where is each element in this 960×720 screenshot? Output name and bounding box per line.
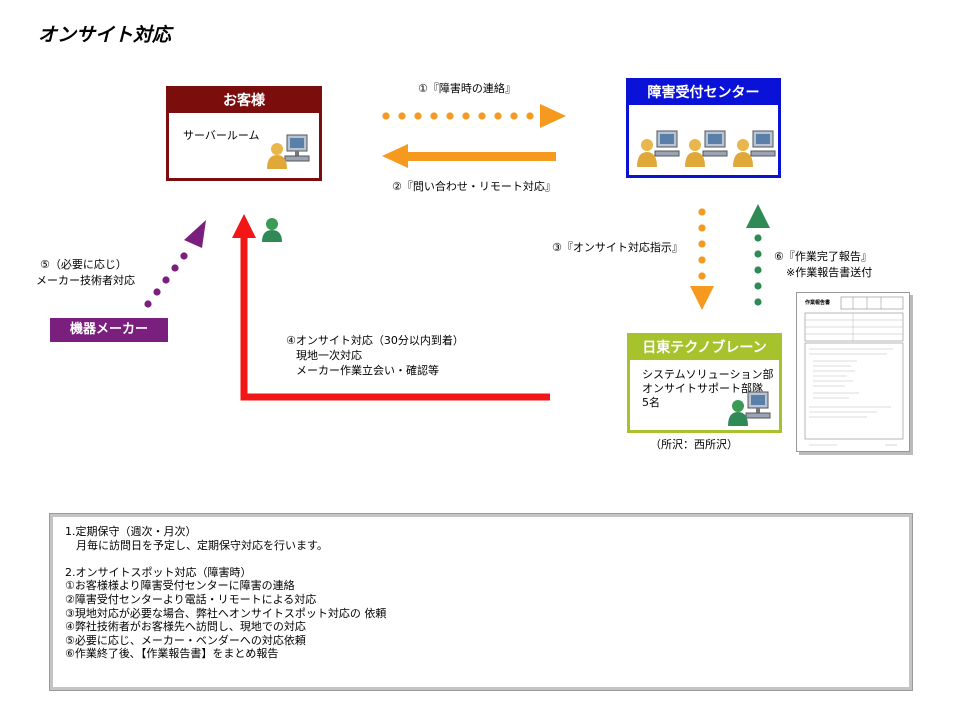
user-computer-icon [267, 134, 310, 169]
server-room-label: サーバールーム [183, 129, 260, 142]
step6-label-1: ⑥『作業完了報告』 [774, 250, 872, 263]
notes-panel: 1.定期保守（週次・月次） 月毎に訪問日を予定し、定期保守対応を行います。 2.… [49, 513, 913, 691]
notes-line: ④弊社技術者がお客様先へ訪問し、現地での対応 [65, 620, 306, 634]
report-content-lines [804, 296, 904, 446]
notes-line: 月毎に訪問日を予定し、定期保守対応を行います。 [65, 538, 328, 552]
notes-line: ⑥作業終了後､【作業報告書】をまとめ報告 [65, 647, 279, 661]
nitto-box: 日東テクノブレーン システムソリューション部 オンサイトサポート部隊 5名 [627, 333, 782, 433]
notes-line: ②障害受付センターより電話・リモートによる対応 [65, 592, 317, 606]
step2-label: ②『問い合わせ・リモート対応』 [392, 180, 556, 193]
staff-computer-icon [728, 391, 771, 426]
arrow-step3 [690, 208, 714, 310]
page-title: オンサイト対応 [38, 24, 172, 46]
arrow-step6 [746, 204, 770, 306]
support-center-heading: 障害受付センター [629, 81, 778, 105]
location-label: （所沢：西所沢） [650, 438, 738, 451]
step3-label: ③『オンサイト対応指示』 [552, 241, 683, 254]
customer-heading: お客様 [169, 89, 319, 113]
operators-icon [637, 130, 776, 167]
notes-line [65, 552, 897, 566]
work-report-title: 作業報告書 [805, 300, 831, 306]
nitto-heading: 日東テクノブレーン [630, 336, 779, 360]
step1-label: ①『障害時の連絡』 [418, 82, 516, 95]
support-center-box: 障害受付センター [626, 78, 781, 178]
notes-line: ①お客様様より障害受付センターに障害の連絡 [65, 579, 295, 593]
nitto-count-line: 5名 [642, 396, 660, 409]
step6-label-2: ※作業報告書送付 [786, 266, 873, 279]
notes-line: 1.定期保守（週次・月次） [65, 525, 197, 538]
nitto-dept-line: システムソリューション部 [642, 368, 774, 381]
equipment-maker-box: 機器メーカー [50, 318, 168, 342]
arrow-step1 [382, 104, 566, 128]
technician-person-icon [262, 218, 282, 242]
notes-line: ⑤必要に応じ、メーカー・ベンダーへの対応依頼 [65, 633, 306, 647]
work-report-document: 作業報告書 [796, 292, 910, 452]
nitto-team-line: オンサイトサポート部隊 [642, 382, 763, 395]
notes-line: ③現地対応が必要な場合、弊社へオンサイトスポット対応の 依頼 [65, 606, 387, 620]
step5-label-1: ⑤（必要に応じ） [40, 258, 127, 271]
step5-label-2: メーカー技術者対応 [36, 274, 135, 287]
notes-line: 2.オンサイトスポット対応（障害時） [65, 565, 252, 579]
step4-label-2: 現地一次対応 [296, 349, 362, 362]
step4-label-1: ④オンサイト対応（30分以内到着） [286, 334, 464, 347]
customer-box: お客様 サーバールーム [166, 86, 322, 181]
arrow-step2 [382, 144, 556, 168]
arrow-step5 [144, 220, 206, 308]
arrow-step4 [232, 214, 550, 401]
step4-label-3: メーカー作業立会い・確認等 [296, 364, 439, 377]
